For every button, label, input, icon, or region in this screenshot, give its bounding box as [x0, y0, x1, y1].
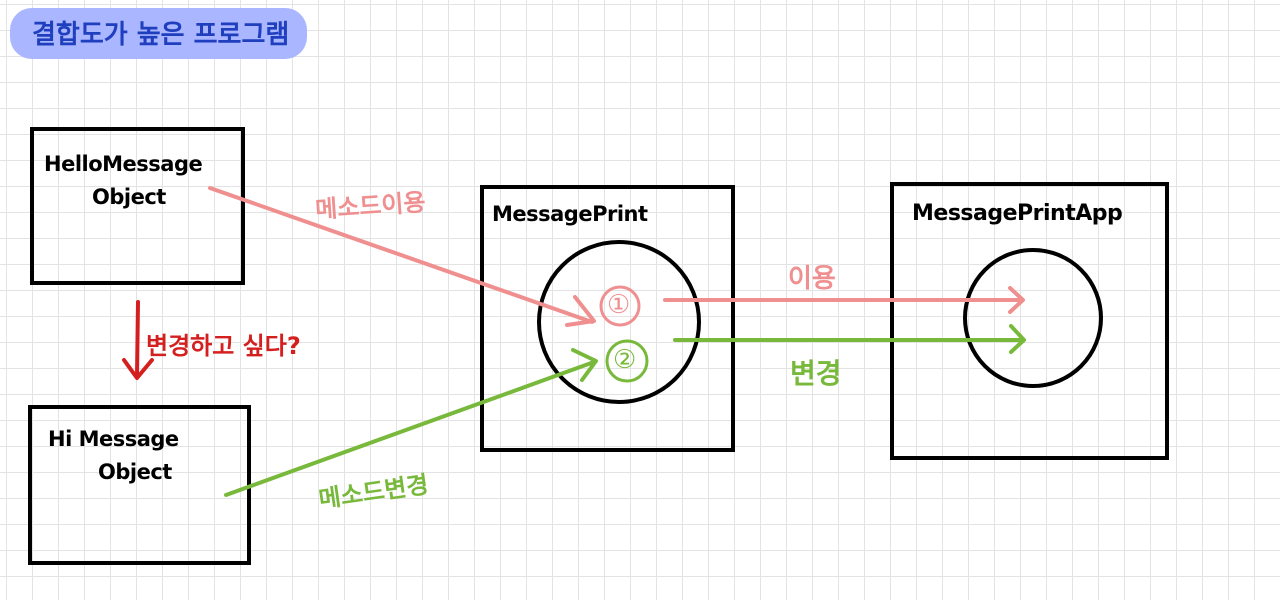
marker-one: ①	[607, 290, 631, 320]
hello-message-object-box	[30, 127, 245, 285]
message-print-app-label: MessagePrintApp	[912, 201, 1123, 226]
hello-message-label-line1: HelloMessage	[44, 152, 203, 176]
change-label: 변경	[790, 357, 842, 390]
message-print-app-box	[890, 182, 1169, 460]
want-change-label: 변경하고 싶다?	[146, 332, 301, 360]
method-change-arrow	[224, 348, 598, 497]
marker-two: ②	[613, 345, 637, 375]
hi-message-label-line2: Object	[98, 460, 172, 484]
want-change-arrow	[122, 300, 154, 380]
use-label: 이용	[788, 264, 836, 294]
message-print-circle	[537, 240, 701, 404]
change-arrow	[673, 324, 1026, 354]
hi-message-label-line1: Hi Message	[48, 427, 179, 451]
method-use-arrow	[208, 186, 596, 327]
marker-one-circle	[599, 285, 641, 327]
use-arrow	[663, 286, 1025, 314]
diagram-title: 결합도가 높은 프로그램	[10, 8, 308, 59]
message-print-box	[480, 185, 735, 452]
message-print-label: MessagePrint	[492, 202, 648, 226]
hello-message-label-line2: Object	[92, 185, 166, 209]
marker-two-circle	[605, 339, 649, 383]
message-print-app-circle	[963, 248, 1103, 388]
